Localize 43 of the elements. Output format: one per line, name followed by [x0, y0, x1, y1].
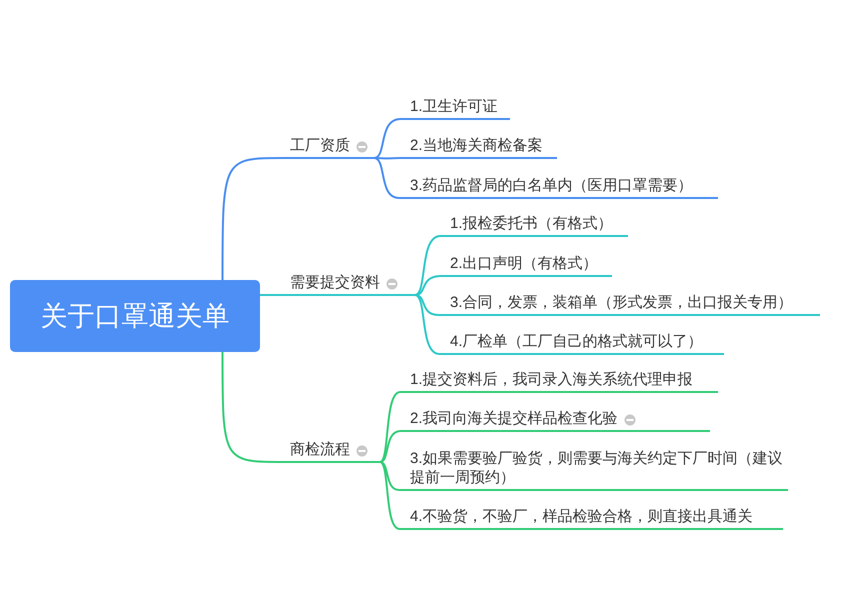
- topic-underline: [400, 96, 510, 120]
- branch-line: [414, 275, 440, 296]
- branch-line: [260, 294, 284, 296]
- branch-line: [374, 118, 400, 159]
- topic-label: 3.合同，发票，装箱单（形式发票，出口报关专用）: [450, 293, 793, 312]
- topic-label: 工厂资质: [290, 136, 350, 155]
- topic-underline: [284, 272, 415, 296]
- topic-underline: [400, 369, 718, 393]
- topic-label: 4.不验货，不验厂，样品检验合格，则直接出具通关: [410, 507, 753, 526]
- topic-underline: [440, 292, 820, 316]
- topic-underline: [440, 331, 724, 355]
- topic-underline: [440, 213, 628, 237]
- branch-line: [379, 391, 400, 463]
- topic-underline: [284, 439, 380, 463]
- branch-line: [414, 294, 440, 355]
- branch-line: [222, 157, 284, 280]
- topic-label: 2.当地海关商检备案: [410, 136, 543, 155]
- branch-line: [374, 157, 400, 199]
- topic-label: 1.提交资料后，我司录入海关系统代理申报: [410, 370, 693, 389]
- branch-line: [374, 157, 400, 160]
- branch-line: [414, 294, 440, 316]
- topic-underline: [440, 253, 612, 277]
- topic-label: 1.卫生许可证: [410, 97, 498, 116]
- topic-underline: [400, 175, 718, 199]
- topic-label: 需要提交资料: [290, 273, 380, 292]
- topic-label: 商检流程: [290, 440, 350, 459]
- topic-label: 4.厂检单（工厂自己的格式就可以了）: [450, 332, 703, 351]
- topic-label: 1.报检委托书（有格式）: [450, 214, 613, 233]
- topic-underline: [400, 506, 783, 530]
- branch-line: [380, 430, 400, 463]
- central-topic-label: 关于口罩通关单: [40, 300, 230, 333]
- topic-label: 3.药品监督局的白名单内（医用口罩需要）: [410, 176, 693, 195]
- topic-underline: [284, 135, 374, 159]
- branch-line: [414, 235, 440, 296]
- topic-label: 2.出口声明（有格式）: [450, 254, 598, 273]
- branch-line: [222, 352, 284, 463]
- branch-line: [380, 461, 400, 491]
- topic-label: 2.我司向海关提交样品检查化验: [410, 409, 618, 428]
- branch-line: [379, 461, 400, 530]
- topic-underline: [400, 408, 710, 432]
- central-topic-box: [10, 280, 260, 352]
- topic-label: 3.如果需要验厂验货，则需要与海关约定下厂时间（建议提前一周预约）: [410, 449, 784, 487]
- topic-underline: [400, 135, 557, 159]
